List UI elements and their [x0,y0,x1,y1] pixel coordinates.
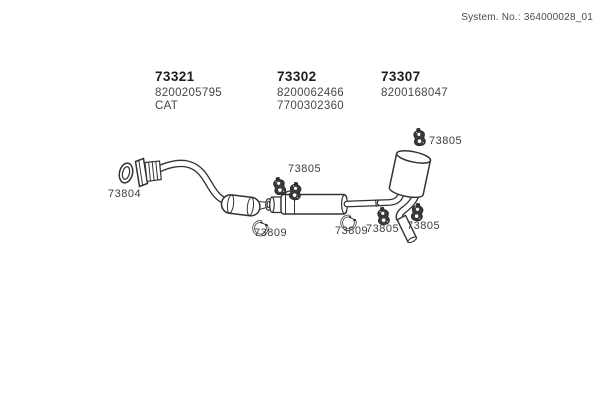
rubber-hanger-icon [288,180,303,201]
part-ref: 7700302360 [277,100,344,112]
tailpipe [395,187,421,244]
rubber-hanger-icon [271,175,287,196]
part-ref: CAT [155,100,179,112]
part-ref: 8200168047 [381,87,448,99]
rear-silencer [388,150,432,199]
callout-hanger-mid: 73805 [288,163,321,175]
part-legend-rear-silencer: 73307 8200168047 [381,70,448,100]
callout-hanger-rear-right: 73805 [407,220,440,232]
system-number: System. No.: 364000028_01 [461,12,593,23]
part-legend-front-pipe: 73321 8200205795 CAT [155,70,222,113]
callout-clamp-front: 73809 [254,227,287,239]
callout-clamp-rear: 73809 [335,225,368,237]
part-ref: 8200062466 [277,87,344,99]
tailpipe-tip [407,236,418,244]
catalytic-converter [220,194,261,217]
part-number: 73302 [277,69,317,84]
part-legend-middle-silencer: 73302 8200062466 7700302360 [277,70,344,113]
gasket-ring-icon [118,162,134,184]
rear-inlet-bend [376,191,405,207]
flex-pipe [144,160,162,183]
part-ref: 8200205795 [155,87,222,99]
cat-outlet-cone [259,201,267,210]
part-number: 73307 [381,69,421,84]
part-number: 73321 [155,69,195,84]
front-flange [134,157,149,188]
front-pipe [155,159,231,206]
callout-gasket: 73804 [108,188,141,200]
callout-hanger-rear-left: 73805 [366,223,399,235]
callout-hanger-rear-top: 73805 [429,135,462,147]
rubber-hanger-icon [412,127,427,147]
